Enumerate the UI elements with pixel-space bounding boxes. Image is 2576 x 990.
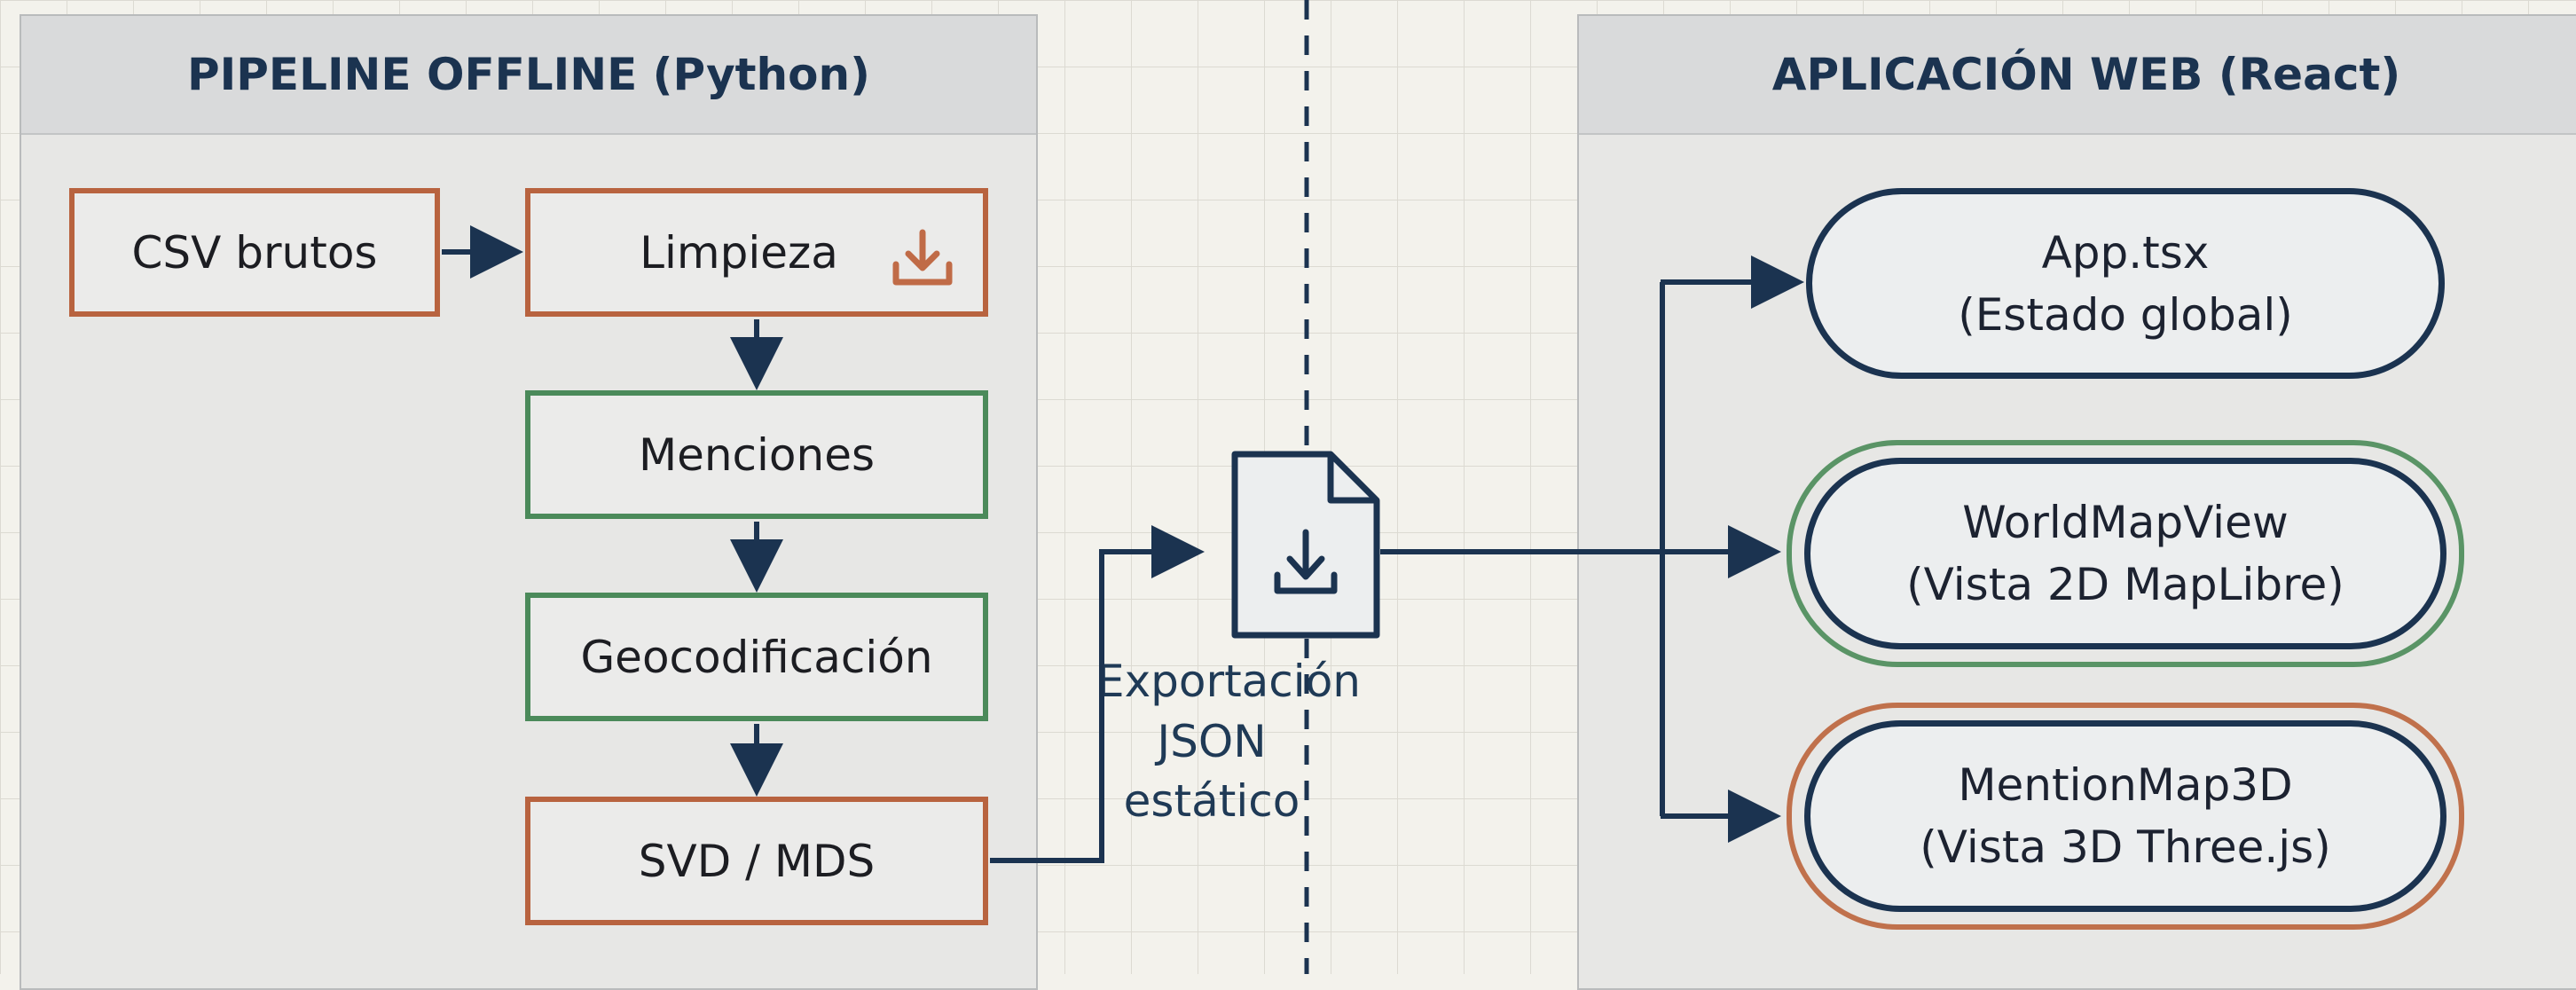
limpieza-label: Limpieza	[640, 226, 838, 279]
menciones-node: Menciones	[525, 390, 988, 519]
worldmapview-subtitle: (Vista 2D MapLibre)	[1906, 559, 2344, 610]
export-label: Exportación JSON estático	[1096, 652, 1361, 832]
svd-mds-label: SVD / MDS	[638, 835, 876, 887]
mentionmap-outline	[1787, 703, 2464, 930]
svd-mds-node: SVD / MDS	[525, 797, 988, 925]
worldmap-outline	[1787, 440, 2464, 667]
app-tsx-node: App.tsx (Estado global)	[1806, 188, 2445, 379]
worldmapview-title: WorldMapView	[1962, 497, 2289, 548]
mentionmap3d-title: MentionMap3D	[1958, 759, 2293, 811]
worldmapview-node: WorldMapView (Vista 2D MapLibre)	[1804, 458, 2446, 649]
webapp-panel-title: APLICACIÓN WEB (React)	[1579, 16, 2576, 135]
app-tsx-title: App.tsx	[2041, 226, 2210, 279]
menciones-label: Menciones	[638, 428, 876, 481]
limpieza-node: Limpieza	[525, 188, 988, 317]
mentionmap3d-subtitle: (Vista 3D Three.js)	[1920, 821, 2331, 873]
csv-brutos-label: CSV brutos	[131, 226, 378, 279]
csv-brutos-node: CSV brutos	[69, 188, 440, 317]
export-label-line1: Exportación	[1096, 656, 1361, 707]
geocodificacion-label: Geocodificación	[580, 631, 933, 683]
app-tsx-subtitle: (Estado global)	[1958, 288, 2293, 341]
geocodificacion-node: Geocodificación	[525, 593, 988, 721]
mentionmap3d-node: MentionMap3D (Vista 3D Three.js)	[1804, 720, 2446, 912]
pipeline-panel-title: PIPELINE OFFLINE (Python)	[21, 16, 1036, 135]
export-label-line2: JSON estático	[1123, 715, 1300, 828]
download-icon	[889, 227, 956, 302]
